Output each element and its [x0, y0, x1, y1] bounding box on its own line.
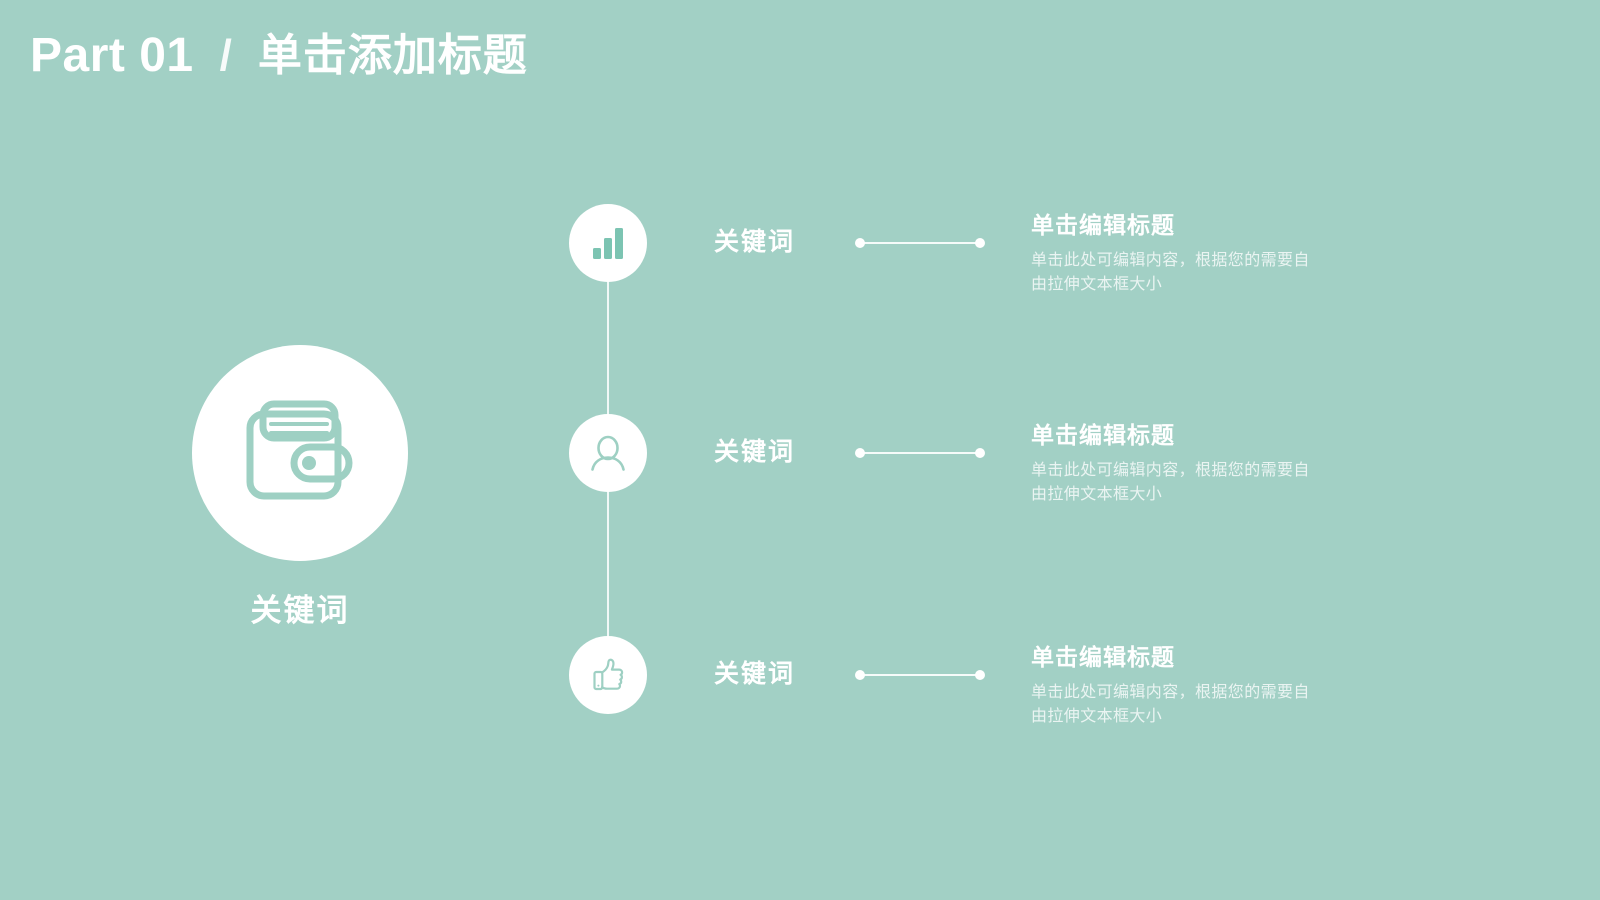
connector-bar [860, 242, 980, 244]
slide-header: Part 01 / 单击添加标题 [30, 32, 528, 80]
connector-bar [860, 674, 980, 676]
hub-circle[interactable] [192, 345, 408, 561]
node-title-2: 单击编辑标题 [1031, 422, 1175, 448]
node-connector-1 [855, 238, 985, 248]
node-keyword-2: 关键词 [714, 438, 796, 466]
node-circle-2[interactable] [569, 414, 647, 492]
node-body-3: 单击此处可编辑内容，根据您的需要自由拉伸文本框大小 [1031, 683, 1310, 725]
page-title: 单击添加标题 [257, 31, 528, 80]
node-keyword-3: 关键词 [714, 660, 796, 688]
node-body-1: 单击此处可编辑内容，根据您的需要自由拉伸文本框大小 [1031, 251, 1310, 293]
person-icon [588, 433, 628, 473]
hub-node[interactable]: 关键词 [192, 345, 408, 630]
hub-label: 关键词 [250, 593, 350, 628]
wallet-icon [241, 398, 359, 508]
node-body-2: 单击此处可编辑内容，根据您的需要自由拉伸文本框大小 [1031, 461, 1310, 503]
bar-chart-icon [588, 223, 628, 263]
header-separator: / [219, 31, 232, 80]
node-text-3: 单击编辑标题 单击此处可编辑内容，根据您的需要自由拉伸文本框大小 [1031, 643, 1321, 729]
node-text-2: 单击编辑标题 单击此处可编辑内容，根据您的需要自由拉伸文本框大小 [1031, 421, 1321, 507]
node-circle-3[interactable] [569, 636, 647, 714]
node-title-1: 单击编辑标题 [1031, 212, 1175, 238]
connector-dot-right [975, 448, 985, 458]
node-text-1: 单击编辑标题 单击此处可编辑内容，根据您的需要自由拉伸文本框大小 [1031, 211, 1321, 297]
node-connector-3 [855, 670, 985, 680]
node-title-3: 单击编辑标题 [1031, 644, 1175, 670]
connector-dot-right [975, 670, 985, 680]
node-keyword-1: 关键词 [714, 228, 796, 256]
node-connector-2 [855, 448, 985, 458]
connector-bar [860, 452, 980, 454]
connector-dot-right [975, 238, 985, 248]
thumbs-up-icon [588, 655, 628, 695]
part-label: Part 01 [30, 29, 194, 82]
node-circle-1[interactable] [569, 204, 647, 282]
